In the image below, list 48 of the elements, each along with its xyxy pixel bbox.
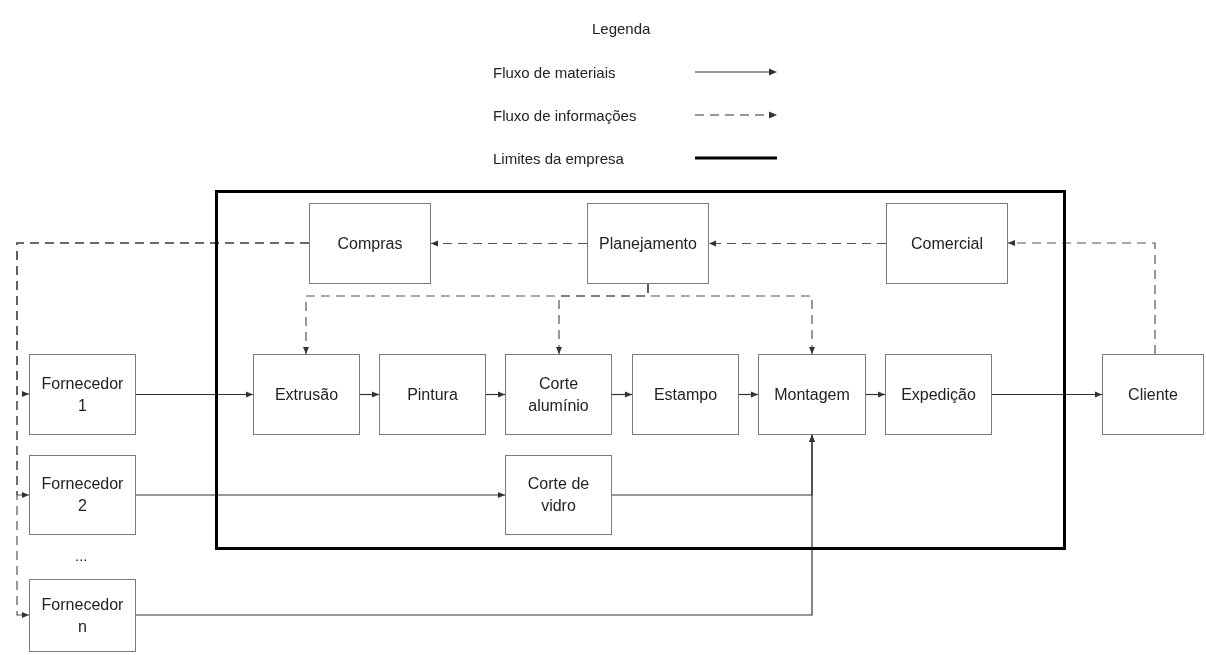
arrow xyxy=(135,492,506,498)
ellipsis-label: ... xyxy=(75,546,88,566)
arrow xyxy=(1007,240,1156,355)
box-label: Pintura xyxy=(406,384,459,405)
arrow xyxy=(430,240,588,247)
box-label: Expedição xyxy=(900,384,977,405)
arrow xyxy=(16,242,310,618)
legend-text: Fluxo de informações xyxy=(493,106,637,126)
process-box xyxy=(587,203,709,284)
box-label: Fornecedor 2 xyxy=(40,474,125,516)
process-box xyxy=(886,203,1008,284)
box-label: Corte alumínio xyxy=(527,373,590,416)
box-label: Estampo xyxy=(652,384,719,405)
arrow xyxy=(738,391,759,398)
legend-text: Fluxo de materiais xyxy=(493,63,616,83)
box-label: Extrusão xyxy=(273,384,340,405)
process-box xyxy=(309,203,431,284)
process-box xyxy=(253,354,360,435)
legend-title: Legenda xyxy=(592,19,651,39)
arrow xyxy=(485,391,506,398)
box-label: Fornecedor 1 xyxy=(40,373,125,416)
arrow xyxy=(991,391,1103,398)
legend-text: Limites da empresa xyxy=(493,149,624,169)
arrow xyxy=(647,283,815,355)
box-label: Cliente xyxy=(1127,384,1179,405)
box-label: Fornecedor n xyxy=(40,594,125,637)
box-label: Comercial xyxy=(910,233,984,254)
box-label: Corte de vidro xyxy=(526,474,591,516)
arrow xyxy=(708,240,887,247)
box-label: Planejamento xyxy=(598,233,698,254)
process-box xyxy=(29,455,136,535)
process-box xyxy=(379,354,486,435)
process-box xyxy=(505,354,612,435)
arrow xyxy=(359,391,380,398)
process-box xyxy=(758,354,866,435)
process-box xyxy=(632,354,739,435)
box-label: Compras xyxy=(336,233,404,254)
process-box xyxy=(29,354,136,435)
arrow xyxy=(135,434,815,616)
arrow xyxy=(135,391,254,398)
arrow xyxy=(611,391,633,398)
box-label: Montagem xyxy=(773,384,851,405)
process-box xyxy=(1102,354,1204,435)
process-box xyxy=(885,354,992,435)
process-box xyxy=(29,579,136,652)
arrow xyxy=(865,391,886,398)
process-box xyxy=(505,455,612,535)
company-boundary xyxy=(215,190,1066,550)
